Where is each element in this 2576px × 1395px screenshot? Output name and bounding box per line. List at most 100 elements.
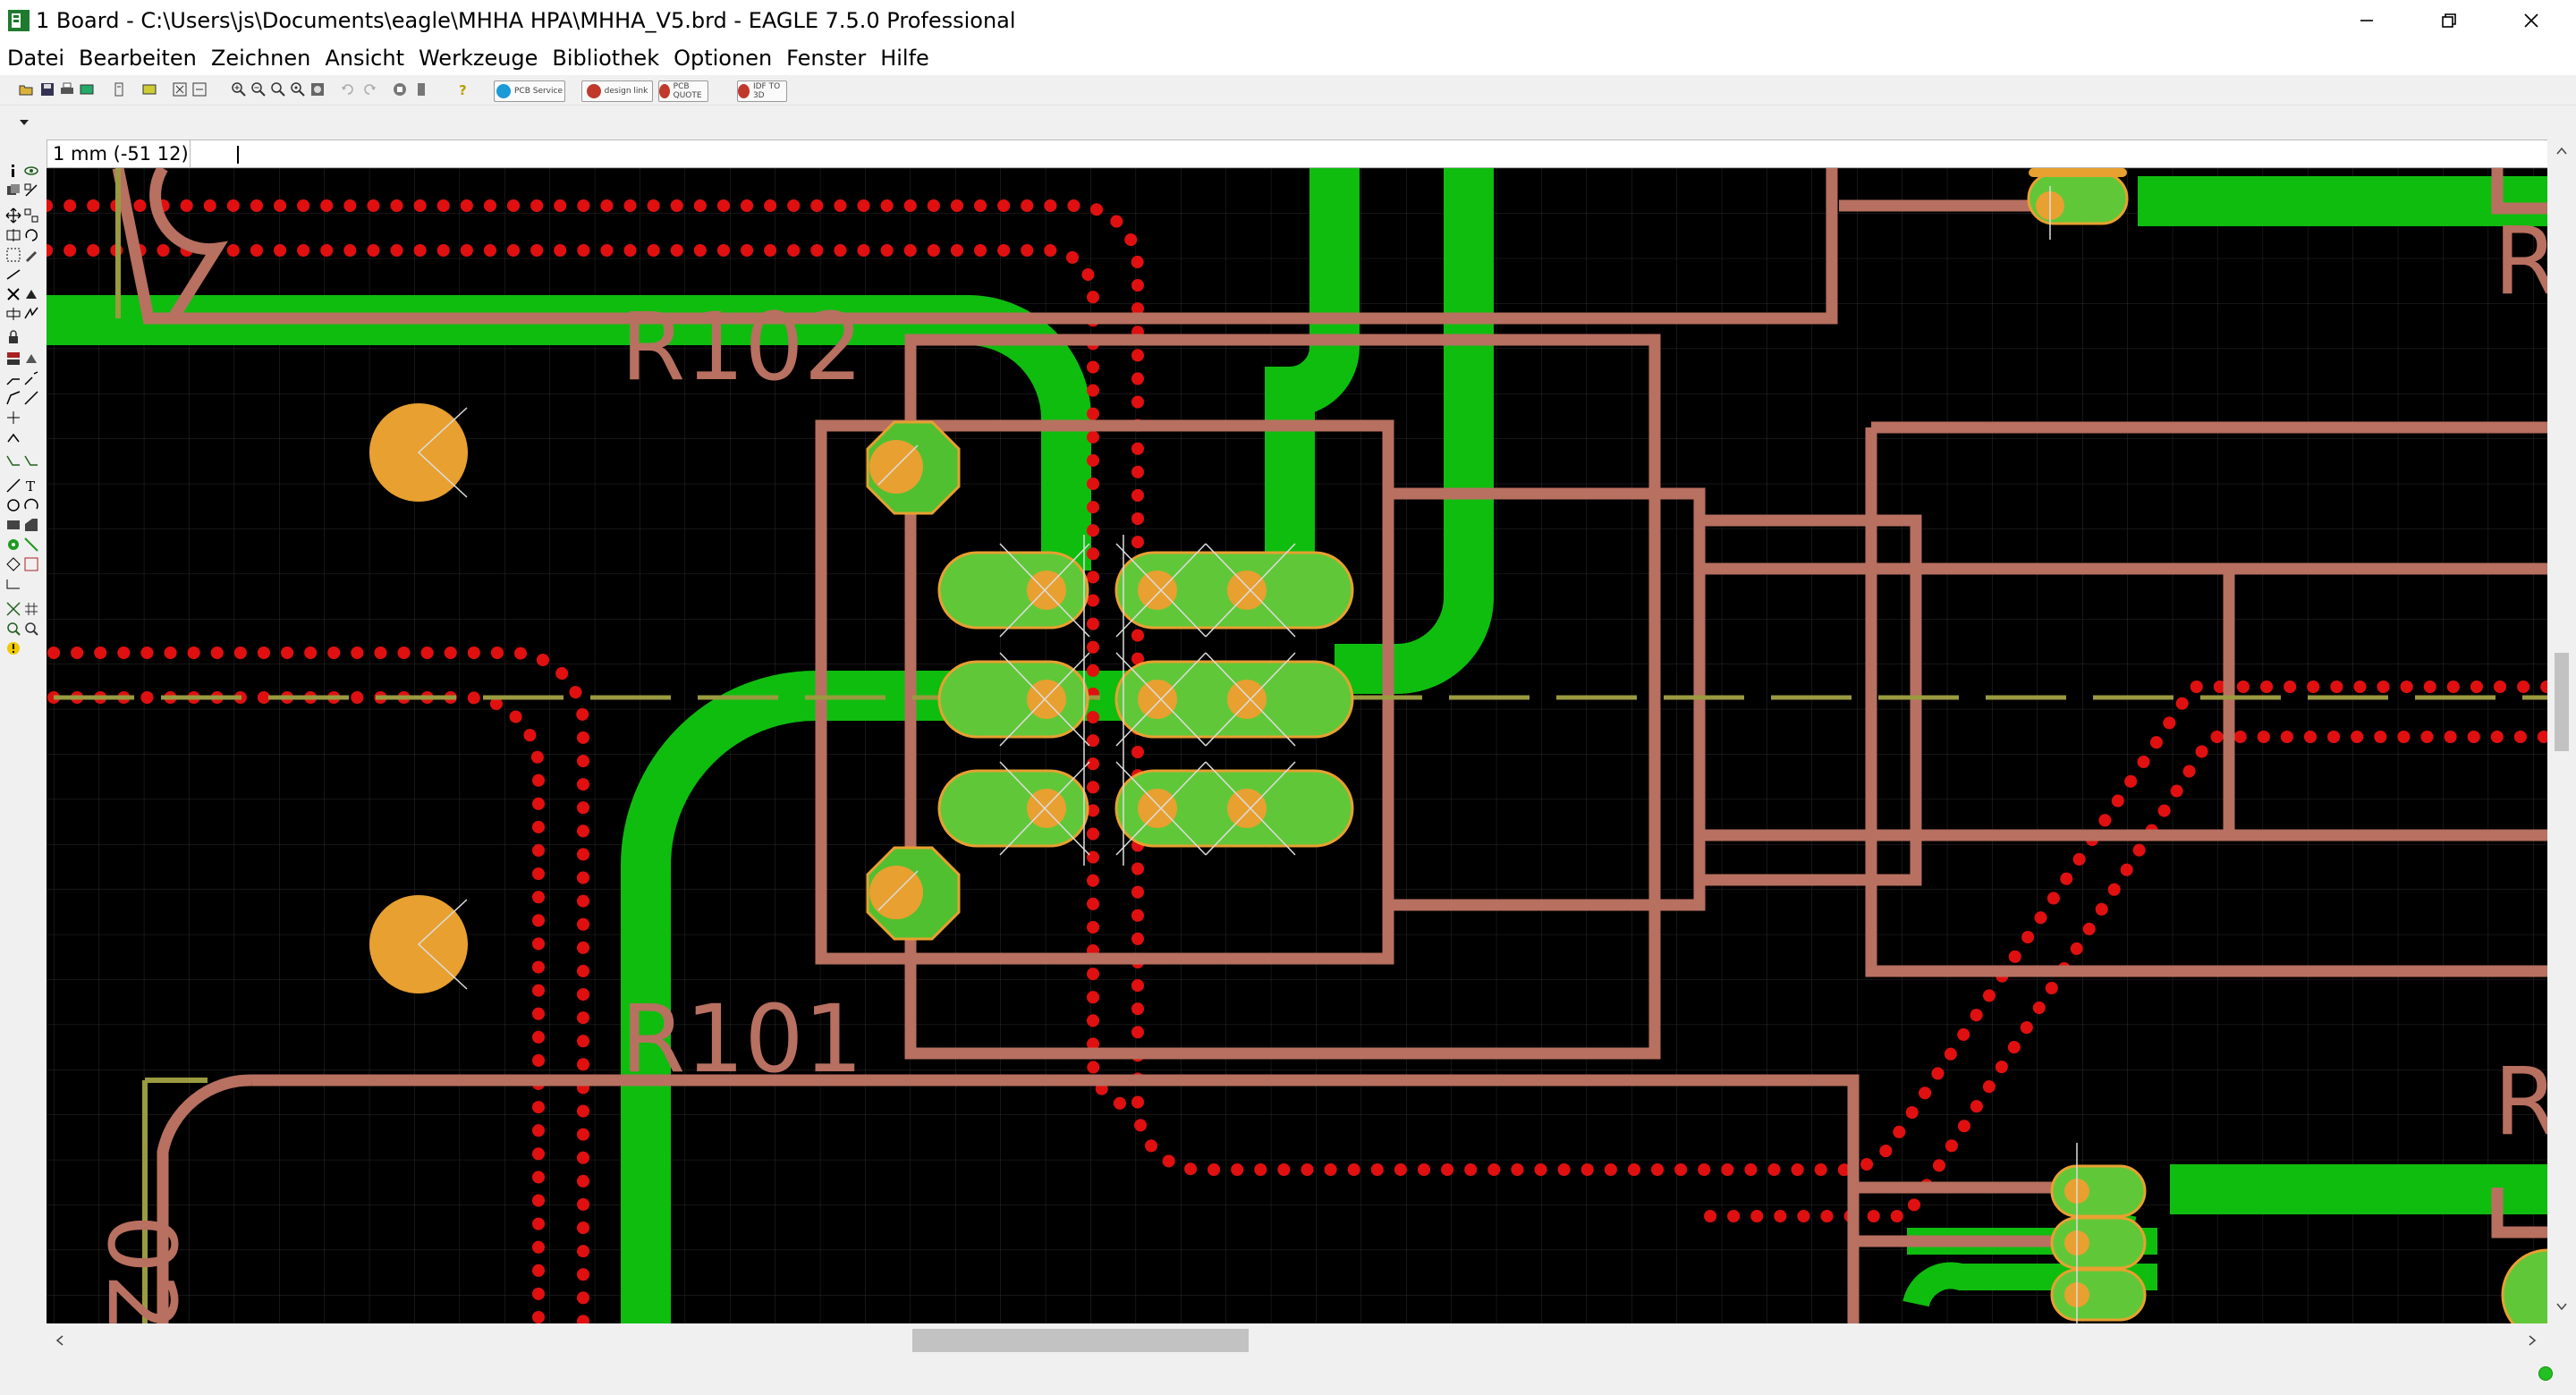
script-icon[interactable] [111,81,127,97]
hole-tool-icon[interactable] [5,556,21,572]
print-icon[interactable] [59,81,75,97]
menu-bearbeiten[interactable]: Bearbeiten [79,46,197,71]
delete-tool-icon[interactable] [5,286,21,302]
vertical-scrollbar[interactable] [2547,140,2576,1323]
grid-tool-icon[interactable] [23,601,39,617]
grid [47,168,2547,1323]
coordinate-display: 1 mm (-51 12) [47,140,191,167]
vertical-scroll-thumb[interactable] [2555,653,2569,751]
board-drawing[interactable]: R102 R101 R R 02 [47,168,2547,1323]
optimize-tool-icon[interactable] [23,351,39,367]
menu-hilfe[interactable]: Hilfe [880,46,929,71]
pad-origin-markers [999,535,1296,866]
attribute-tool-icon[interactable] [23,556,39,572]
split-tool-icon[interactable] [5,351,21,367]
menu-bibliothek[interactable]: Bibliothek [552,46,660,71]
stop-icon[interactable] [392,81,408,97]
redo-icon[interactable] [361,81,377,97]
scroll-up-icon[interactable] [2554,143,2570,159]
minimize-button[interactable] [2326,0,2408,41]
route-diff-tool-icon[interactable] [23,452,39,469]
mirror-tool-icon[interactable] [5,227,21,243]
auto-route-tool-icon[interactable] [5,429,21,445]
via-tool-icon[interactable] [5,537,21,553]
ripup-tool-icon[interactable] [23,370,39,386]
route-tool-icon[interactable] [5,370,21,386]
circle-tool-icon[interactable] [5,497,21,513]
idf-to-3d-button[interactable]: IDF TO 3D [737,80,787,102]
arc-tool-icon[interactable] [23,497,39,513]
command-input[interactable] [241,142,2548,165]
run-ulp-icon[interactable] [141,81,157,97]
zoom-select-icon[interactable] [309,81,326,97]
close-button[interactable] [2490,0,2572,41]
open-icon[interactable] [18,81,34,97]
pcb-quote-button[interactable]: PCB QUOTE [658,80,708,102]
scroll-right-icon[interactable] [2524,1332,2540,1348]
dimension-tool-icon[interactable] [5,576,21,592]
layer-dropdown-icon[interactable] [18,116,30,129]
show-tool-icon[interactable] [23,163,39,179]
close-icon [2524,13,2538,28]
zoom-board-tool-icon[interactable] [23,621,39,637]
scroll-down-icon[interactable] [2554,1298,2570,1315]
board-canvas[interactable]: R102 R101 R R 02 [47,168,2547,1323]
horizontal-scroll-thumb[interactable] [912,1329,1249,1352]
save-icon[interactable] [39,81,55,97]
zoom-out-icon[interactable] [250,81,267,97]
zoom-redraw-icon[interactable] [270,81,286,97]
menu-werkzeuge[interactable]: Werkzeuge [418,46,538,71]
errors-tool-icon[interactable] [5,621,21,637]
mark-tool-icon[interactable] [23,182,39,199]
add-tool-icon[interactable] [23,286,39,302]
octagon-pads [866,420,961,941]
pcb-quote-icon [659,84,670,98]
zoom-in-icon[interactable] [231,81,247,97]
name-tool-icon[interactable] [5,306,21,322]
drc-tool-icon[interactable] [5,601,21,617]
svg-text:?: ? [459,82,467,97]
signal-wire-tool-icon[interactable] [23,537,39,553]
rotate-tool-icon[interactable] [23,227,39,243]
menu-fenster[interactable]: Fenster [786,46,867,71]
restore-button[interactable] [2408,0,2490,41]
signal-tool-icon[interactable] [5,452,21,469]
copy-tool-icon[interactable] [23,207,39,224]
zoom-fit-alt-icon[interactable] [191,81,208,97]
polygon-shape-tool-icon[interactable] [23,517,39,533]
pcb-service-button[interactable]: PCB Service [494,80,565,102]
group-tool-icon[interactable] [5,247,21,263]
zoom-last-icon[interactable] [290,81,306,97]
info-tool-icon[interactable] [5,163,21,179]
move-tool-icon[interactable] [5,207,21,224]
line-tool-icon[interactable] [5,478,21,494]
rect-tool-icon[interactable] [5,517,21,533]
round-pads [369,403,468,993]
lock-tool-icon[interactable] [5,329,21,345]
warning-tool-icon[interactable] [5,640,21,656]
wire-tool-icon[interactable] [5,390,21,406]
menu-ansicht[interactable]: Ansicht [325,46,404,71]
help-icon[interactable]: ? [454,81,470,97]
menu-datei[interactable]: Datei [7,46,65,71]
paste-tool-icon[interactable] [5,266,21,283]
menu-optionen[interactable]: Optionen [674,46,773,71]
horizontal-scrollbar[interactable] [47,1323,2547,1357]
change-tool-icon[interactable] [23,247,39,263]
value-tool-icon[interactable] [23,306,39,322]
ratsnest-tool-icon[interactable] [5,410,21,426]
design-link-button[interactable]: design link [581,80,653,102]
right-side-pads [2027,168,2547,1323]
restore-icon [2442,13,2456,28]
scroll-left-icon[interactable] [52,1332,68,1348]
parameter-toolbar [0,106,2576,140]
cam-icon[interactable] [79,81,95,97]
menu-zeichnen[interactable]: Zeichnen [210,46,311,71]
undo-icon[interactable] [340,81,356,97]
text-tool-icon[interactable]: T [23,478,39,494]
layer-dim [47,168,2547,1323]
go-icon[interactable] [413,81,429,97]
polygon-tool-icon[interactable] [23,390,39,406]
zoom-fit-icon[interactable] [172,81,188,97]
display-tool-icon[interactable] [5,182,21,199]
